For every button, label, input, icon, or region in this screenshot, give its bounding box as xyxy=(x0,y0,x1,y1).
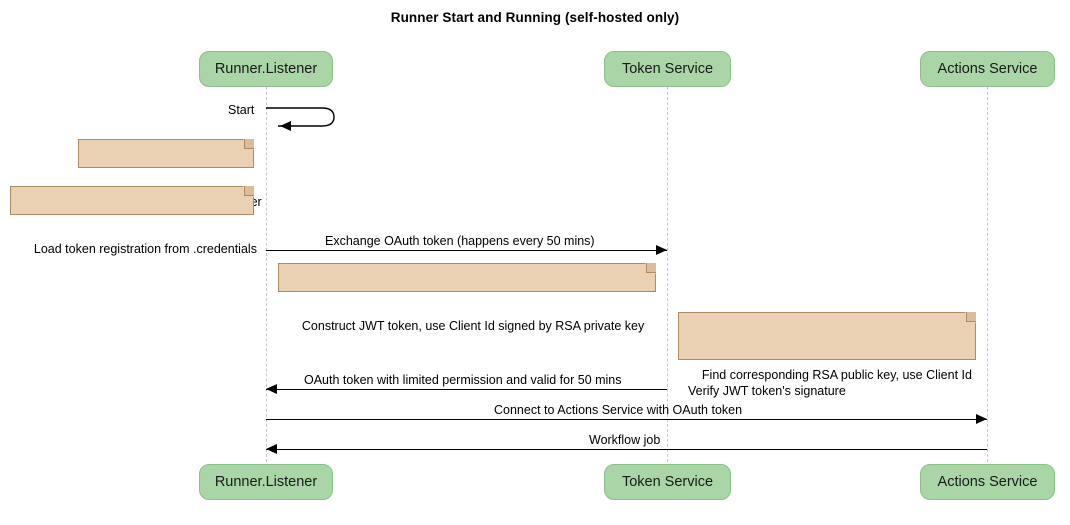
message-self-start[interactable] xyxy=(264,103,344,133)
message-line-connect-actions-service[interactable] xyxy=(266,419,987,420)
participant-runner-top[interactable]: Runner.Listener xyxy=(199,51,333,87)
lifeline-actions xyxy=(987,87,988,462)
message-line-oauth-token-returned[interactable] xyxy=(266,389,667,390)
message-line-exchange-oauth-token[interactable] xyxy=(266,250,667,251)
message-label-start: Start xyxy=(228,103,255,117)
note-fold-icon xyxy=(244,186,254,196)
message-label-workflow-job: Workflow job xyxy=(589,433,661,447)
participant-runner-bottom[interactable]: Runner.Listener xyxy=(199,464,333,500)
participant-actions-bottom[interactable]: Actions Service xyxy=(920,464,1055,500)
participant-label: Runner.Listener xyxy=(214,61,318,77)
participant-token-bottom[interactable]: Token Service xyxy=(604,464,731,500)
participant-label: Token Service xyxy=(621,61,714,77)
note-construct-jwt-token: Construct JWT token, use Client Id signe… xyxy=(278,263,656,333)
message-label-exchange-oauth-token: Exchange OAuth token (happens every 50 m… xyxy=(325,234,595,248)
note-text: Construct JWT token, use Client Id signe… xyxy=(301,319,645,333)
note-text: Load token registration from .credential… xyxy=(33,242,257,256)
lifeline-runner xyxy=(266,87,267,462)
note-fold-icon xyxy=(646,263,656,273)
note-verify-jwt-signature: Find corresponding RSA public key, use C… xyxy=(678,312,976,398)
participant-label: Actions Service xyxy=(937,61,1038,77)
message-label-connect-actions-service: Connect to Actions Service with OAuth to… xyxy=(494,403,743,417)
arrowhead-right-icon xyxy=(656,245,667,255)
message-line-workflow-job[interactable] xyxy=(266,449,987,450)
lifeline-token xyxy=(667,87,668,462)
note-load-token-registration: Load token registration from .credential… xyxy=(10,186,257,256)
note-fold-icon xyxy=(966,312,976,322)
page-title: Runner Start and Running (self-hosted on… xyxy=(390,10,680,25)
arrowhead-right-icon xyxy=(976,414,987,424)
note-load-config: Load config info from .runner xyxy=(78,139,262,209)
participant-label: Actions Service xyxy=(937,474,1038,490)
arrowhead-left-icon xyxy=(266,384,277,394)
message-label-oauth-token-returned: OAuth token with limited permission and … xyxy=(304,373,622,387)
participant-actions-top[interactable]: Actions Service xyxy=(920,51,1055,87)
note-text: Find corresponding RSA public key, use C… xyxy=(688,368,972,398)
participant-label: Runner.Listener xyxy=(214,474,318,490)
note-fold-icon xyxy=(244,139,254,149)
participant-label: Token Service xyxy=(621,474,714,490)
arrowhead-left-icon xyxy=(266,444,277,454)
participant-token-top[interactable]: Token Service xyxy=(604,51,731,87)
